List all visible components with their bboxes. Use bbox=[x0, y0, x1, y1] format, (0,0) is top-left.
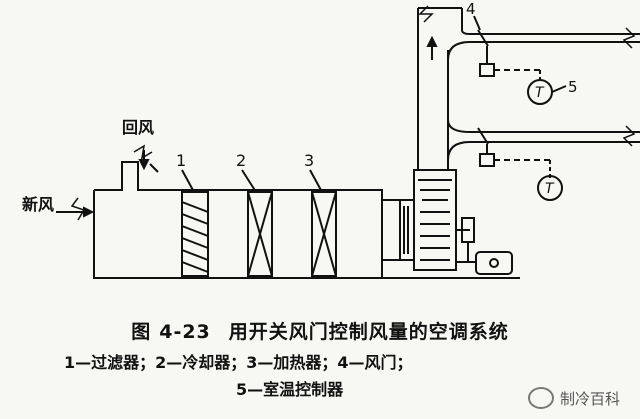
watermark: 制冷百科 bbox=[527, 387, 620, 409]
watermark-text: 制冷百科 bbox=[559, 389, 620, 408]
fan-motor bbox=[475, 251, 513, 275]
component-label-5: 5 bbox=[568, 78, 578, 96]
damper-actuator-top bbox=[479, 63, 495, 77]
component-label-3: 3 bbox=[304, 151, 314, 170]
component-label-1: 1 bbox=[176, 151, 186, 170]
figure-title-text: 用开关风门控制风量的空调系统 bbox=[228, 321, 509, 343]
component-label-4: 4 bbox=[466, 0, 476, 18]
fresh-air-label: 新风 bbox=[22, 195, 54, 214]
legend-line-1: 1—过滤器；2—冷却器；3—加热器；4—风门； bbox=[64, 353, 413, 372]
thermostat-symbol-bottom: T bbox=[545, 181, 555, 197]
heater-3 bbox=[311, 191, 337, 277]
return-air-label: 回风 bbox=[122, 118, 154, 137]
figure-title: 图 4-23 用开关风门控制风量的空调系统 bbox=[0, 317, 640, 344]
filter-1 bbox=[181, 191, 209, 277]
legend-line-2: 5—室温控制器 bbox=[236, 380, 344, 399]
damper-actuator-bottom bbox=[479, 153, 495, 167]
thermostat-bottom bbox=[537, 175, 563, 201]
damper-4-top bbox=[477, 29, 489, 47]
fan-housing bbox=[413, 169, 457, 271]
cooler-2 bbox=[247, 191, 273, 277]
figure-label: 图 bbox=[131, 321, 152, 343]
wechat-icon bbox=[527, 387, 554, 409]
figure-number: 4-23 bbox=[159, 321, 211, 343]
air-conditioning-system-diagram: 回风 新风 1 2 3 4 5 T T bbox=[22, 0, 640, 279]
thermostat-symbol-top: T bbox=[535, 85, 545, 101]
component-label-2: 2 bbox=[236, 151, 246, 170]
